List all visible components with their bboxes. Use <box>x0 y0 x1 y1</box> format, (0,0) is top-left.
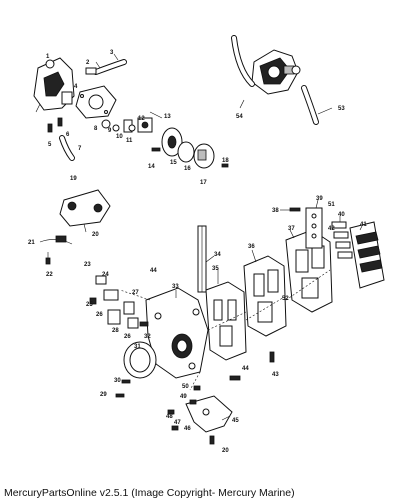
cover-17 <box>193 143 215 169</box>
part-label-53: 53 <box>338 106 345 112</box>
part-label-28: 28 <box>112 328 119 334</box>
hose-7 <box>59 135 75 161</box>
part-label-12: 12 <box>138 116 145 122</box>
part-label-37: 37 <box>288 226 295 232</box>
part-label-48: 48 <box>166 414 173 420</box>
wire-harness-21 <box>39 235 73 265</box>
fuel-pump-assembly <box>251 49 301 95</box>
part-label-30: 30 <box>114 378 121 384</box>
part-label-20b: 20 <box>222 448 229 454</box>
part-label-22: 22 <box>46 272 53 278</box>
part-label-15: 15 <box>170 160 177 166</box>
part-label-23: 23 <box>84 262 91 268</box>
part-label-52: 52 <box>282 296 289 302</box>
part-label-43: 43 <box>272 372 279 378</box>
part-label-26a: 26 <box>96 312 103 318</box>
plate-19 <box>59 189 111 233</box>
reed-plate-39 <box>305 207 323 249</box>
part-label-39: 39 <box>316 196 323 202</box>
part-label-35: 35 <box>212 266 219 272</box>
part-label-36: 36 <box>248 244 255 250</box>
part-label-38: 38 <box>272 208 279 214</box>
reed-stop-40 <box>331 221 353 259</box>
part-label-17: 17 <box>200 180 207 186</box>
image-caption: MercuryPartsOnline v2.5.1 (Image Copyrig… <box>4 487 295 499</box>
part-label-25: 25 <box>86 302 93 308</box>
part-label-40: 40 <box>338 212 345 218</box>
part-label-45: 45 <box>232 418 239 424</box>
screws-5-6 <box>47 117 63 133</box>
part-label-50: 50 <box>182 384 189 390</box>
exploded-parts-diagram: 1 2 3 4 5 6 7 8 9 10 11 12 13 14 15 16 1… <box>28 35 385 454</box>
fuel-hose-53 <box>301 85 319 125</box>
tube-34 <box>197 225 207 293</box>
screw-38 <box>289 207 301 212</box>
screws-29-30 <box>115 379 131 398</box>
part-label-32: 32 <box>144 334 151 340</box>
part-label-5: 5 <box>48 142 52 148</box>
part-label-24: 24 <box>102 272 109 278</box>
part-label-7: 7 <box>78 146 82 152</box>
fuel-hose-54 <box>231 35 255 87</box>
part-label-46: 46 <box>184 426 191 432</box>
part-label-29: 29 <box>100 392 107 398</box>
part-label-26b: 26 <box>124 334 131 340</box>
screw-14-18 <box>151 147 229 168</box>
carburetor-assembly <box>33 57 75 113</box>
part-label-27: 27 <box>132 290 139 296</box>
gasket-37 <box>285 229 333 313</box>
part-label-3: 3 <box>110 50 114 56</box>
part-label-14: 14 <box>148 164 155 170</box>
bolts-44-50 <box>167 351 275 445</box>
part-label-19: 19 <box>70 176 77 182</box>
part-label-10: 10 <box>116 134 123 140</box>
part-label-2: 2 <box>86 60 90 66</box>
adapter-plate-33 <box>145 287 209 379</box>
gasket-36 <box>243 255 287 337</box>
part-label-4: 4 <box>74 84 78 90</box>
part-label-31: 31 <box>134 344 141 350</box>
part-label-9: 9 <box>108 128 112 134</box>
fitting-2 <box>85 67 97 75</box>
part-label-44a: 44 <box>242 366 249 372</box>
part-label-41: 41 <box>360 222 367 228</box>
part-label-20a: 20 <box>92 232 99 238</box>
part-label-54: 54 <box>236 114 243 120</box>
part-label-18: 18 <box>222 158 229 164</box>
part-label-51: 51 <box>328 202 335 208</box>
gasket-plate-4 <box>75 85 117 119</box>
bracket-23-28 <box>89 275 149 329</box>
fuel-line-hose-3 <box>93 59 127 75</box>
part-label-33: 33 <box>172 284 179 290</box>
part-label-21: 21 <box>28 240 35 246</box>
cover-31 <box>123 341 157 379</box>
bracket-45 <box>185 395 233 433</box>
diaphragm-15 <box>161 127 183 157</box>
part-label-42: 42 <box>328 226 335 232</box>
part-label-34: 34 <box>214 252 221 258</box>
part-label-11: 11 <box>126 138 133 144</box>
gasket-35 <box>205 281 247 361</box>
o-ring-16 <box>177 141 195 163</box>
part-label-13: 13 <box>164 114 171 120</box>
part-label-44b: 44 <box>150 268 157 274</box>
part-label-49: 49 <box>180 394 187 400</box>
reed-block-41 <box>349 221 385 289</box>
part-label-8: 8 <box>94 126 98 132</box>
small-parts-8-to-12 <box>101 111 163 133</box>
part-label-16: 16 <box>184 166 191 172</box>
part-label-1: 1 <box>46 54 50 60</box>
part-label-6: 6 <box>66 132 70 138</box>
part-label-47: 47 <box>174 420 181 426</box>
